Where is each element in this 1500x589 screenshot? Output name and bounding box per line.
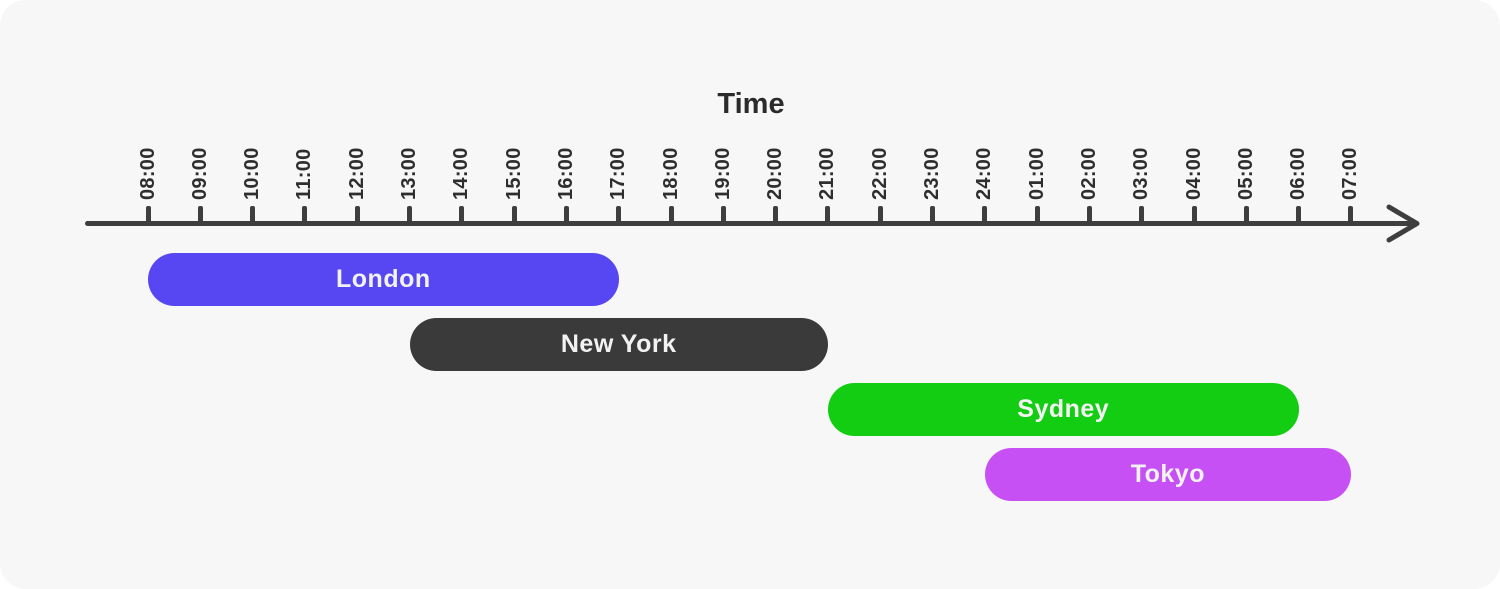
axis-tick: [825, 206, 831, 223]
axis-tick: [1086, 206, 1092, 223]
axis-tick-label: 19:00: [711, 147, 734, 200]
axis-tick: [354, 206, 360, 223]
axis-tick-label: 02:00: [1077, 147, 1100, 200]
axis-tick: [1348, 206, 1354, 223]
axis-tick: [668, 206, 674, 223]
axis-tick-label: 12:00: [345, 147, 368, 200]
axis-tick-label: 22:00: [868, 147, 891, 200]
axis-tick-label: 03:00: [1130, 147, 1153, 200]
axis-tick: [1034, 206, 1040, 223]
axis-tick: [302, 206, 308, 223]
axis-tick-label: 08:00: [136, 147, 159, 200]
axis-tick: [982, 206, 988, 223]
axis-tick-label: 05:00: [1234, 147, 1257, 200]
axis-tick: [407, 206, 412, 223]
axis-tick: [930, 206, 935, 223]
axis-tick-label: 21:00: [816, 147, 839, 200]
time-axis-line: [85, 221, 1412, 226]
axis-tick: [720, 206, 726, 223]
timezone-bar-new-york: New York: [409, 318, 828, 371]
axis-tick: [1296, 206, 1302, 223]
axis-tick: [250, 206, 256, 223]
axis-tick: [459, 206, 465, 223]
axis-tick-label: 24:00: [973, 147, 996, 200]
axis-arrow-icon: [1386, 204, 1420, 243]
timezone-bar-label: New York: [560, 330, 677, 358]
axis-tick: [616, 206, 622, 223]
axis-tick-label: 11:00: [293, 148, 316, 200]
axis-tick: [1191, 206, 1197, 223]
axis-tick-label: 04:00: [1182, 147, 1205, 200]
axis-tick-label: 17:00: [607, 147, 630, 200]
axis-tick-label: 23:00: [921, 147, 943, 200]
axis-tick: [563, 206, 569, 223]
timezone-bar-label: London: [336, 265, 431, 293]
axis-tick-label: 09:00: [188, 147, 211, 200]
timezone-bar-sydney: Sydney: [827, 383, 1299, 436]
timezone-bar-tokyo: Tokyo: [984, 448, 1351, 501]
axis-tick-label: 06:00: [1287, 147, 1310, 200]
axis-tick-label: 18:00: [659, 147, 682, 200]
axis-tick-label: 14:00: [450, 147, 473, 200]
axis-tick-label: 20:00: [764, 147, 787, 200]
axis-tick: [197, 206, 203, 223]
axis-tick-label: 16:00: [554, 147, 577, 200]
axis-tick-label: 10:00: [241, 147, 264, 200]
axis-tick: [773, 206, 779, 223]
axis-tick: [877, 206, 883, 223]
axis-tick: [145, 206, 151, 223]
axis-tick: [511, 206, 517, 223]
timezone-bar-label: Sydney: [1017, 395, 1110, 423]
timezone-bar-london: London: [148, 253, 619, 306]
axis-tick: [1243, 206, 1249, 223]
axis-tick-label: 15:00: [502, 147, 525, 200]
axis-tick-label: 07:00: [1339, 147, 1362, 200]
axis-tick: [1139, 206, 1145, 223]
chart-title: Time: [717, 88, 785, 120]
axis-tick-label: 13:00: [398, 147, 420, 200]
timezone-bar-label: Tokyo: [1130, 460, 1205, 488]
axis-tick-label: 01:00: [1025, 147, 1048, 200]
